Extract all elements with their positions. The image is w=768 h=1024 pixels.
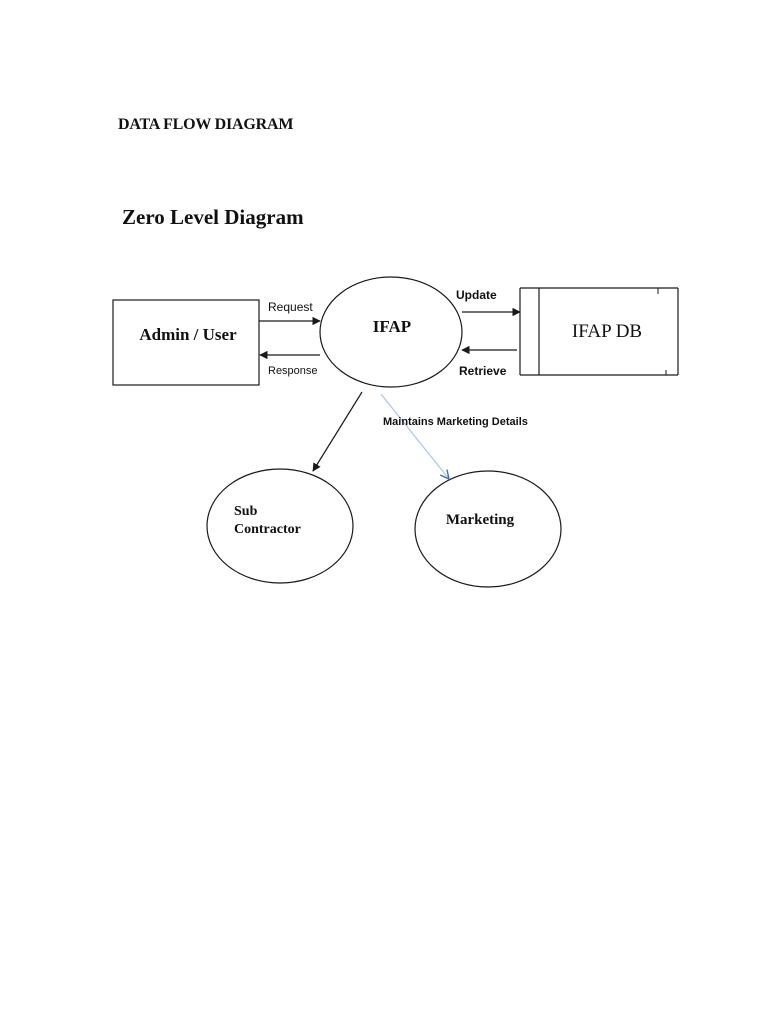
request-label: Request (268, 300, 313, 314)
retrieve-label: Retrieve (459, 364, 507, 378)
sub-contractor-entity: Sub Contractor (206, 468, 354, 584)
marketing-circle (414, 470, 562, 588)
maintains-flow: Maintains Marketing Details (380, 393, 528, 479)
ifap-db-store: IFAP DB (519, 287, 679, 376)
update-label: Update (456, 288, 497, 302)
ifap-process: IFAP (319, 276, 463, 388)
ifap-db-label: IFAP DB (572, 321, 642, 342)
sub-contractor-circle (206, 468, 354, 584)
ifap-to-marketing-arrow (380, 393, 449, 479)
retrieve-flow: Retrieve (459, 345, 517, 378)
sub-contractor-label-line2: Contractor (234, 522, 301, 537)
admin-user-box (112, 299, 260, 386)
maintains-label: Maintains Marketing Details (383, 416, 528, 428)
response-label: Response (268, 365, 318, 377)
ifap-process-label: IFAP (373, 317, 411, 336)
response-flow: Response (259, 350, 320, 377)
admin-user-label: Admin / User (139, 325, 237, 344)
marketing-label: Marketing (446, 512, 515, 528)
marketing-entity: Marketing (414, 470, 562, 588)
admin-user-entity: Admin / User (112, 299, 260, 386)
sub-contractor-label-line1: Sub (234, 504, 258, 519)
update-flow: Update (456, 288, 521, 317)
page-heading: DATA FLOW DIAGRAM (118, 116, 294, 133)
ifap-to-subcontractor-arrow (312, 391, 363, 472)
ifap-process-circle (319, 276, 463, 388)
diagram-title: Zero Level Diagram (122, 205, 304, 229)
request-flow: Request (259, 300, 321, 326)
